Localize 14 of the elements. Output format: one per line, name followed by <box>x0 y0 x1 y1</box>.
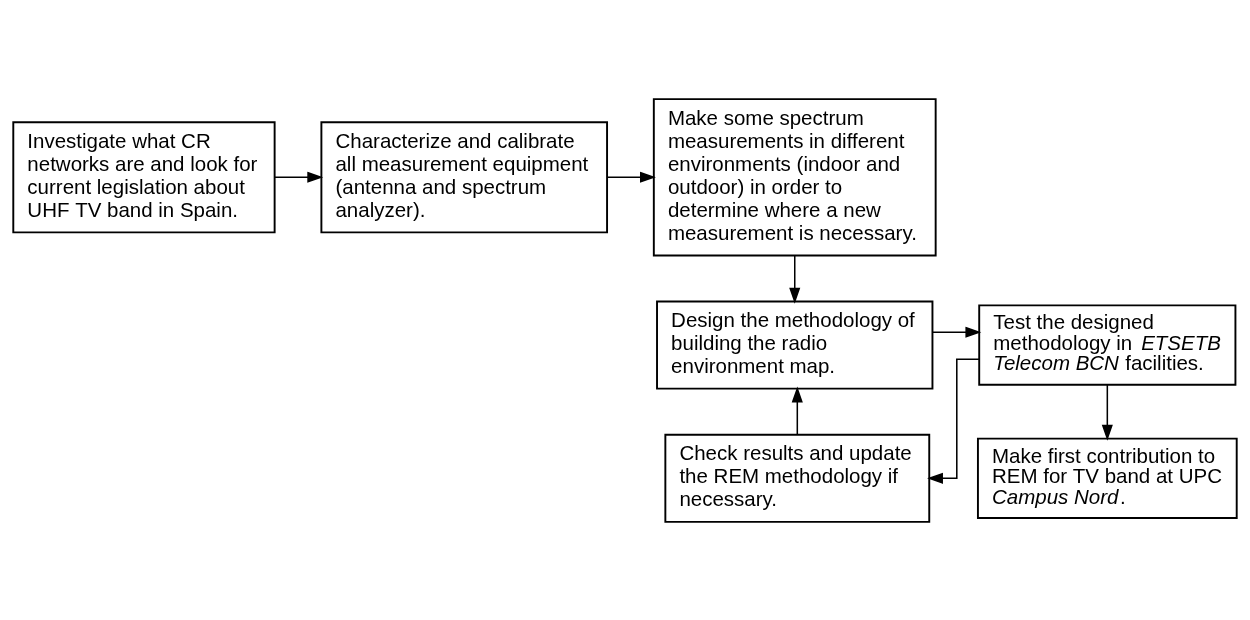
node-box: Make some spectrum measurements in different environments (indoor and outdoor) in order to determine where a new measurement is necessary. <box>652 97 937 256</box>
arrow <box>606 171 656 183</box>
arrow <box>927 357 980 484</box>
arrow <box>791 385 803 435</box>
node-box: Make first contribution to REM for TV band at UPC Campus Nord. <box>976 437 1238 519</box>
arrow <box>1101 383 1113 441</box>
node-box: Characterize and calibrate all measurement equipment (antenna and spectrum analyzer). <box>320 120 609 233</box>
node-box: Investigate what CR networks are and look for current legislation about UHF TV band in Spain. <box>12 120 276 233</box>
arrow <box>789 254 801 304</box>
arrow <box>932 326 982 338</box>
node-box: Check results and update the REM methodology if necessary. <box>664 433 931 523</box>
node-box: Test the designed methodology in ETSETB Telecom BCN facilities. <box>978 303 1237 386</box>
arrow <box>273 171 324 183</box>
node-box: Design the methodology of building the radio environment map. <box>656 300 934 390</box>
